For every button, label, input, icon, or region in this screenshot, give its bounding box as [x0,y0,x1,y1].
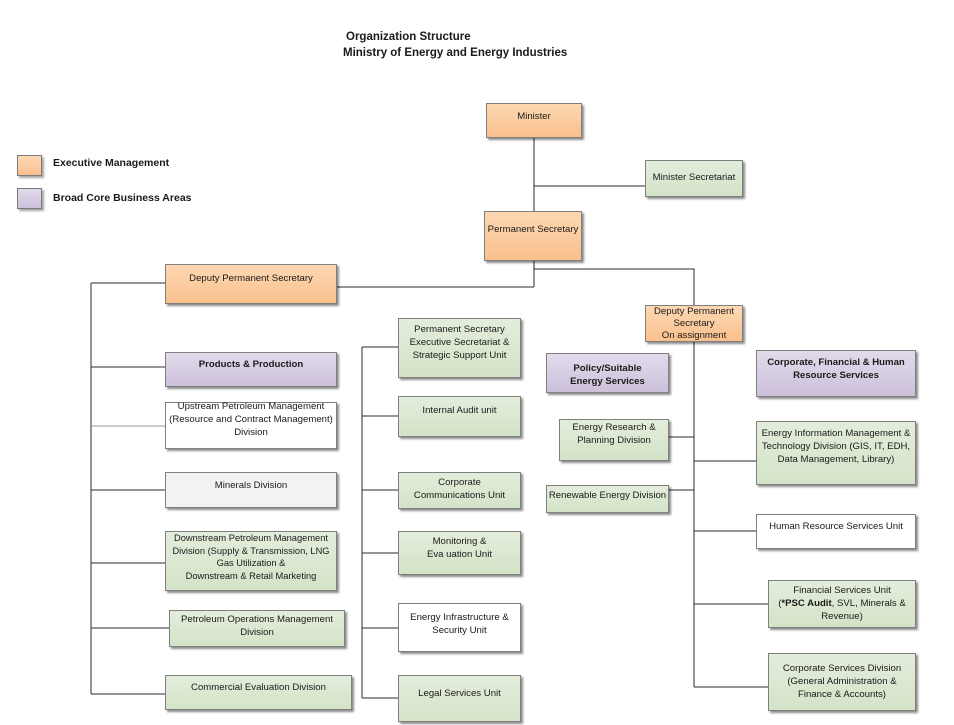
line-to-deputy-ps-assignment [534,268,695,305]
legend-swatch-executive [17,155,42,176]
box-internal-audit: Internal Audit unit [398,396,521,437]
box-minerals-division: Minerals Division [165,472,337,508]
box-products-production: Products & Production [165,352,337,387]
box-energy-infrastructure: Energy Infrastructure & Security Unit [398,603,521,652]
legend-label-executive: Executive Management [53,157,170,169]
financial-detail-rest: , SVL, Minerals & [831,597,906,609]
box-products-production-label: Products & Production [198,359,304,370]
box-deputy-ps-on-assignment: Deputy Permanent Secretary On assignment [645,305,743,342]
box-permanent-secretary: Permanent Secretary [484,211,582,261]
box-petroleum-operations: Petroleum Operations Management Division [169,610,345,647]
box-financial-services-detail: (*PSC Audit, SVL, Minerals & [778,597,906,610]
box-internal-audit-label: Internal Audit unit [422,405,497,416]
box-corporate-services: Corporate Services Division (General Adm… [768,653,916,711]
box-energy-research: Energy Research & Planning Division [559,419,669,461]
box-minerals-division-label: Minerals Division [214,479,288,491]
box-corporate-financial-hr-label: Corporate, Financial & Human Resource Se… [767,356,905,381]
box-energy-infrastructure-label: Energy Infrastructure & Security Unit [410,611,509,636]
box-minister-secretariat: Minister Secretariat [645,160,743,197]
box-upstream-petroleum-label: Upstream Petroleum Management (Resource … [169,401,333,438]
box-downstream-petroleum-label: Downstream Petroleum Management Division… [172,533,330,581]
box-legal-services-label: Legal Services Unit [418,688,501,699]
box-policy-energy-services-label: Policy/Suitable Energy Services [570,363,645,387]
box-human-resource-services-label: Human Resource Services Unit [769,521,903,532]
box-ps-executive-secretariat-label: Permanent Secretary Executive Secretaria… [409,323,510,361]
box-deputy-ps-on-assignment-label: Deputy Permanent Secretary On assignment [654,305,734,341]
financial-detail-open: ( [778,597,782,609]
box-commercial-evaluation-label: Commercial Evaluation Division [191,682,326,693]
box-energy-research-label: Energy Research & Planning Division [572,422,656,446]
box-deputy-permanent-secretary-label: Deputy Permanent Secretary [189,273,313,284]
box-policy-energy-services: Policy/Suitable Energy Services [546,353,669,393]
box-corporate-communications: Corporate Communications Unit [398,472,521,509]
financial-detail-bold: *PSC Audit [781,597,832,609]
box-legal-services: Legal Services Unit [398,675,521,722]
box-minister-label: Minister [517,111,551,122]
chart-title: Organization Structure [346,31,471,43]
box-minister: Minister [486,103,582,138]
box-corporate-financial-hr: Corporate, Financial & Human Resource Se… [756,350,916,397]
box-monitoring-evaluation: Monitoring & Eva uation Unit [398,531,521,575]
chart-subtitle: Ministry of Energy and Energy Industries [343,47,568,59]
box-renewable-energy: Renewable Energy Division [546,485,669,513]
box-financial-services-line3: Revenue) [821,610,863,622]
box-commercial-evaluation: Commercial Evaluation Division [165,675,352,710]
box-ps-executive-secretariat: Permanent Secretary Executive Secretaria… [398,318,521,378]
box-upstream-petroleum: Upstream Petroleum Management (Resource … [165,401,337,449]
box-energy-information-management-label: Energy Information Management & Technolo… [761,427,911,465]
box-human-resource-services: Human Resource Services Unit [756,514,916,549]
box-petroleum-operations-label: Petroleum Operations Management Division [181,614,333,638]
box-deputy-permanent-secretary: Deputy Permanent Secretary [165,264,337,304]
box-corporate-communications-label: Corporate Communications Unit [413,476,506,501]
box-permanent-secretary-label: Permanent Secretary [487,223,579,235]
box-financial-services-title: Financial Services Unit [793,584,891,596]
legend-label-core: Broad Core Business Areas [53,192,192,204]
box-renewable-energy-label: Renewable Energy Division [548,489,667,501]
box-downstream-petroleum: Downstream Petroleum Management Division… [165,531,337,591]
box-monitoring-evaluation-label: Monitoring & Eva uation Unit [426,536,493,560]
box-energy-information-management: Energy Information Management & Technolo… [756,421,916,485]
legend-swatch-core [17,188,42,209]
box-minister-secretariat-label: Minister Secretariat [652,171,736,183]
box-financial-services: Financial Services Unit (*PSC Audit, SVL… [768,580,916,628]
box-corporate-services-label: Corporate Services Division (General Adm… [782,662,902,700]
